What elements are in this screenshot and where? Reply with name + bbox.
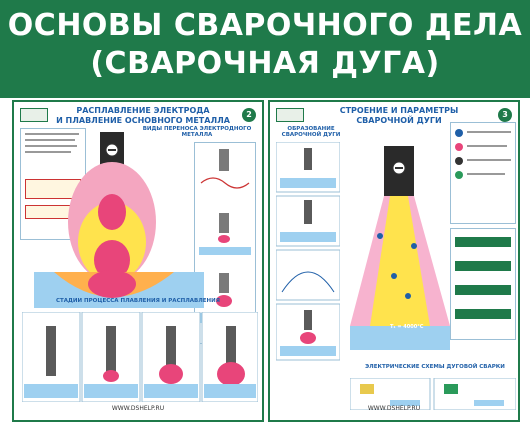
arc-formation-stages [276,142,340,361]
poster-title-line2: И ПЛАВЛЕНИЕ ОСНОВНОГО МЕТАЛЛА [56,116,230,125]
base-metal [350,326,450,350]
arc-structure-diagram [350,146,450,350]
circuits-caption: ЭЛЕКТРИЧЕСКИЕ СХЕМЫ ДУГОВОЙ СВАРКИ [365,364,505,370]
title-banner: ОСНОВЫ СВАРОЧНОГО ДЕЛА (СВАРОЧНАЯ ДУГА) [0,0,530,98]
welding-circuits-diagram [350,378,516,410]
temperature-label: T₁ = 4000°C [390,324,424,330]
poster-arc-structure: СТРОЕНИЕ И ПАРАМЕТРЫ СВАРОЧНОЙ ДУГИ 3 ОБ… [268,100,520,422]
poster-title-line1: СТРОЕНИЕ И ПАРАМЕТРЫ [339,106,459,115]
poster-footer: WWW.DSHELP.RU [367,405,421,412]
poster-logo [20,108,48,122]
poster-electrode-melting: РАСПЛАВЛЕНИЕ ЭЛЕКТРОДА И ПЛАВЛЕНИЕ ОСНОВ… [12,100,264,422]
poster-title: СТРОЕНИЕ И ПАРАМЕТРЫ СВАРОЧНОЙ ДУГИ [310,106,488,126]
poster-number-badge: 3 [498,108,512,122]
poster-title-line2: СВАРОЧНОЙ ДУГИ [356,116,442,125]
legend-panel [450,122,516,224]
poster-number-badge: 2 [242,108,256,122]
poster-logo [276,108,304,122]
arc-melting-illustration [34,132,204,308]
transfer-caption: ВИДЫ ПЕРЕНОСА ЭЛЕКТРОДНОГО МЕТАЛЛА [142,126,252,138]
parameter-labels-panel [450,228,516,340]
stages-caption: СТАДИИ ПРОЦЕССА ПЛАВЛЕНИЯ И РАСПЛАВЛЕНИЯ [55,298,220,304]
banner-title-line2: (СВАРОЧНАЯ ДУГА) [90,46,440,81]
formula-panel [20,128,86,240]
banner-title-line1: ОСНОВЫ СВАРОЧНОГО ДЕЛА [7,8,523,43]
poster-title: РАСПЛАВЛЕНИЕ ЭЛЕКТРОДА И ПЛАВЛЕНИЕ ОСНОВ… [54,106,232,126]
formation-caption: ОБРАЗОВАНИЕ СВАРОЧНОЙ ДУГИ [281,126,341,138]
melting-stages-diagram [22,312,258,402]
poster-title-line1: РАСПЛАВЛЕНИЕ ЭЛЕКТРОДА [76,106,210,115]
poster-footer: WWW.DSHELP.RU [111,405,165,412]
